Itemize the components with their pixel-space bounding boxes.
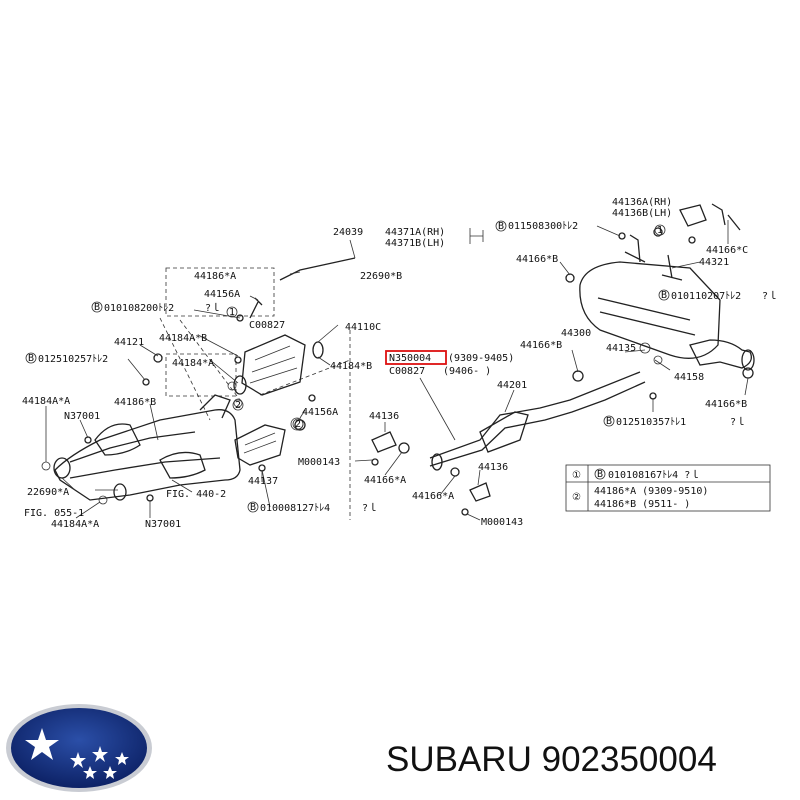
legend-row2-line2: 44186*B (9511- ): [594, 499, 690, 510]
callout-c00827-mid: C00827: [389, 366, 425, 377]
part-number: 902350004: [541, 740, 717, 779]
brand-name: SUBARU: [386, 740, 532, 779]
highlight-n350004: [385, 350, 447, 365]
callout-n37001-bottom: N37001: [145, 519, 181, 530]
legend-row2-line1: 44186*A (9309-9510): [594, 486, 708, 497]
callout-44156a-mid: 44156A: [302, 407, 338, 418]
hangers-and-fasteners: [84, 203, 754, 516]
callout-012510357: 012510357ﾄﾚ1: [616, 417, 686, 428]
callout-22690a: 22690*A: [27, 487, 69, 498]
callout-44201: 44201: [497, 380, 527, 391]
callout-44186b: 44186*B: [114, 397, 156, 408]
callout-44321: 44321: [699, 257, 729, 268]
callout-010108200: 010108200ﾄﾚ2: [104, 303, 174, 314]
callout-44136-bottom: 44136: [478, 462, 508, 473]
callout-c00827-top: C00827: [249, 320, 285, 331]
svg-text:B: B: [498, 221, 504, 232]
callout-011508300: 011508300ﾄﾚ2: [508, 221, 578, 232]
front-exhaust-pipe: [41, 394, 241, 505]
callout-qty-1b: ?ｌ: [762, 290, 778, 302]
callout-qty-1d: ?ｌ: [362, 502, 378, 514]
svg-text:B: B: [94, 302, 100, 313]
leader-lines: [45, 220, 749, 521]
callout-44136-mid: 44136: [369, 411, 399, 422]
svg-text:2: 2: [235, 400, 241, 411]
callout-44184ab-top: 44184A*B: [159, 333, 207, 344]
callout-010110207: 010110207ﾄﾚ2: [671, 291, 741, 302]
svg-text:1: 1: [657, 225, 663, 236]
callout-44184aa-left: 44184A*A: [22, 396, 70, 407]
callout-44166a-left: 44166*A: [364, 475, 406, 486]
callout-44166a-right: 44166*A: [412, 491, 454, 502]
callout-qty-1a: ?ｌ: [205, 302, 221, 314]
callout-44186a-top: 44186*A: [194, 271, 236, 282]
callout-44166b-lower: 44166*B: [705, 399, 747, 410]
callout-44137: 44137: [248, 476, 278, 487]
callout-22690b: 22690*B: [360, 271, 402, 282]
callout-m000143-mid: M000143: [298, 457, 340, 468]
callout-44166c: 44166*C: [706, 245, 748, 256]
svg-text:B: B: [606, 416, 612, 427]
callout-44371b: 44371B(LH): [385, 238, 445, 249]
callout-range-9406: (9406- ): [443, 366, 491, 377]
circled-reference-marks: 1 2 1 2 B B B B B B: [25, 220, 670, 513]
svg-text:B: B: [28, 353, 34, 364]
svg-text:B: B: [661, 290, 667, 301]
center-pipe: [429, 371, 646, 471]
svg-text:2: 2: [295, 419, 301, 430]
front-catalytic-converter: [227, 334, 324, 408]
rear-muffler: [579, 261, 755, 371]
callout-44135: 44135: [606, 343, 636, 354]
svg-text:1: 1: [229, 307, 235, 318]
callout-44121: 44121: [114, 337, 144, 348]
callout-44136a: 44136A(RH): [612, 197, 672, 208]
callout-44158: 44158: [674, 372, 704, 383]
callout-24039: 24039: [333, 227, 363, 238]
legend-row1-number: ①: [572, 470, 581, 481]
brand-part-number: SUBARU 902350004: [386, 740, 717, 780]
gasket-group-box: [165, 353, 237, 397]
front-section-dashed-lines: [259, 330, 351, 520]
callout-44166b-mid: 44166*B: [520, 340, 562, 351]
callout-44300: 44300: [561, 328, 591, 339]
callout-44371a: 44371A(RH): [385, 227, 445, 238]
callout-m000143-bottom: M000143: [481, 517, 523, 528]
svg-text:B: B: [597, 469, 603, 480]
callout-fig-055-1: FIG. 055-1: [24, 508, 84, 519]
callout-range-9309-9405: (9309-9405): [448, 353, 514, 364]
heat-shield: [234, 424, 286, 466]
callout-n37001-top: N37001: [64, 411, 100, 422]
callout-n350004: N350004: [389, 353, 431, 364]
callout-44136b: 44136B(LH): [612, 208, 672, 219]
callout-010008127: 010008127ﾄﾚ4: [260, 503, 330, 514]
o2-sensor-group-box: [165, 267, 275, 317]
o2-sensor-wire: [279, 257, 356, 281]
callout-qty-1c: ?ｌ: [730, 416, 746, 428]
legend-table: ① B 010108167ﾄﾚ4 ?ｌ ② 44186*A (9309-9510…: [565, 464, 771, 512]
callout-44184b-mid: 44184*B: [330, 361, 372, 372]
callout-44110c: 44110C: [345, 322, 381, 333]
callout-012510257: 012510257ﾄﾚ2: [38, 354, 108, 365]
part-callouts: 24039 44371A(RH) 44371B(LH) 011508300ﾄﾚ2…: [22, 197, 778, 530]
callout-44156a-top: 44156A: [204, 289, 240, 300]
subaru-pleiades-logo: [6, 704, 152, 792]
callout-fig-440-2: FIG. 440-2: [166, 489, 226, 500]
o2-sensor: [249, 297, 263, 319]
svg-text:B: B: [250, 502, 256, 513]
callout-44166b-upper: 44166*B: [516, 254, 558, 265]
callout-44184a-mid: 44184*A: [172, 358, 214, 369]
callout-44184aa-bottom: 44184A*A: [51, 519, 99, 530]
heat-shield-ribs: [243, 432, 277, 454]
legend-row1-text: 010108167ﾄﾚ4 ?ｌ: [608, 469, 700, 481]
legend-row2-number: ②: [572, 492, 581, 503]
